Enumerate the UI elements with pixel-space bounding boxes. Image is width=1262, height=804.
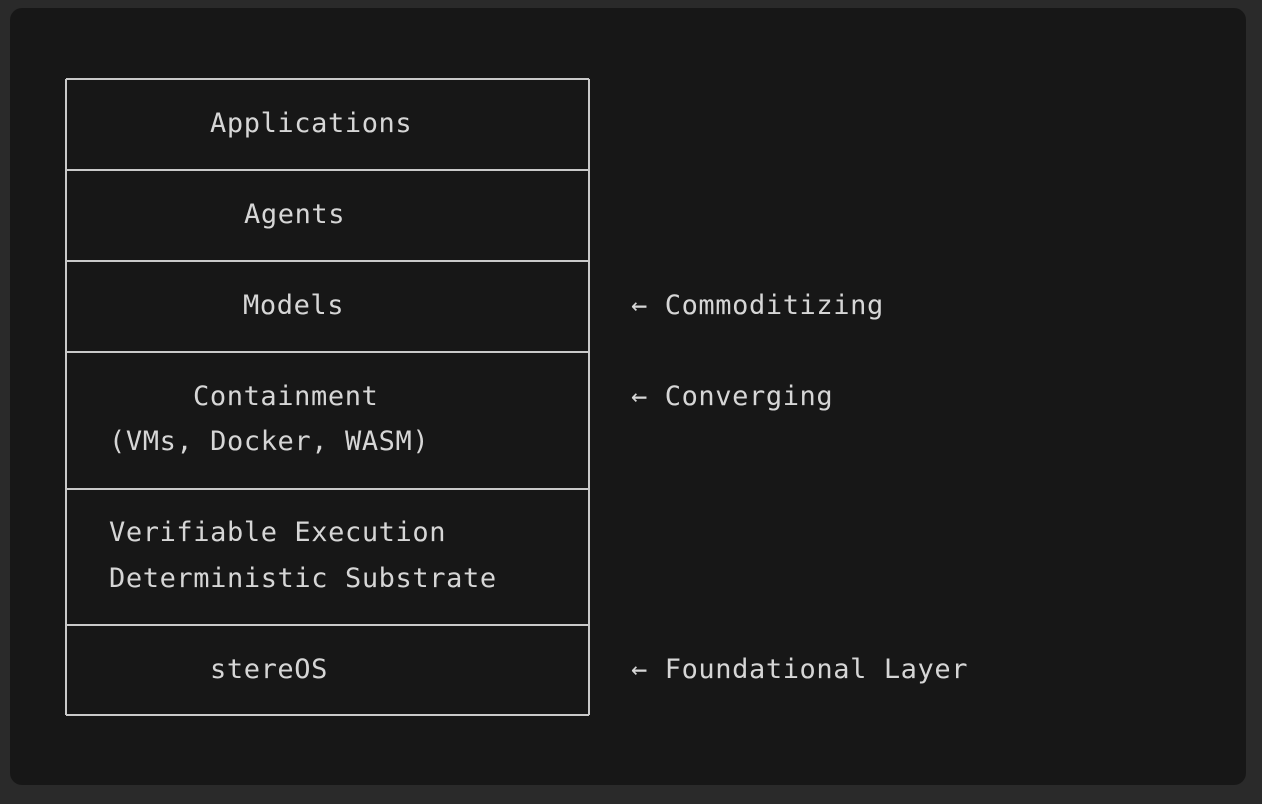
annotation-commoditizing: ← Commoditizing xyxy=(631,290,884,321)
layer-containment-sublabel: (VMs, Docker, WASM) xyxy=(109,426,429,457)
layer-dividers xyxy=(66,169,589,626)
code-block-panel xyxy=(10,8,1246,785)
layer-models-label: Models xyxy=(243,290,344,321)
annotation-converging: ← Converging xyxy=(631,381,833,412)
annotation-foundational-layer: ← Foundational Layer xyxy=(631,654,968,685)
layer-agents-label: Agents xyxy=(244,199,345,230)
layer-applications-label: Applications xyxy=(210,108,412,139)
layer-stereos-label: stereOS xyxy=(210,654,328,685)
stack-frame xyxy=(65,78,590,716)
layer-containment-label: Containment xyxy=(193,381,378,412)
layer-verifiable-execution-label: Verifiable Execution xyxy=(109,517,446,548)
layer-deterministic-substrate-label: Deterministic Substrate xyxy=(109,563,497,594)
